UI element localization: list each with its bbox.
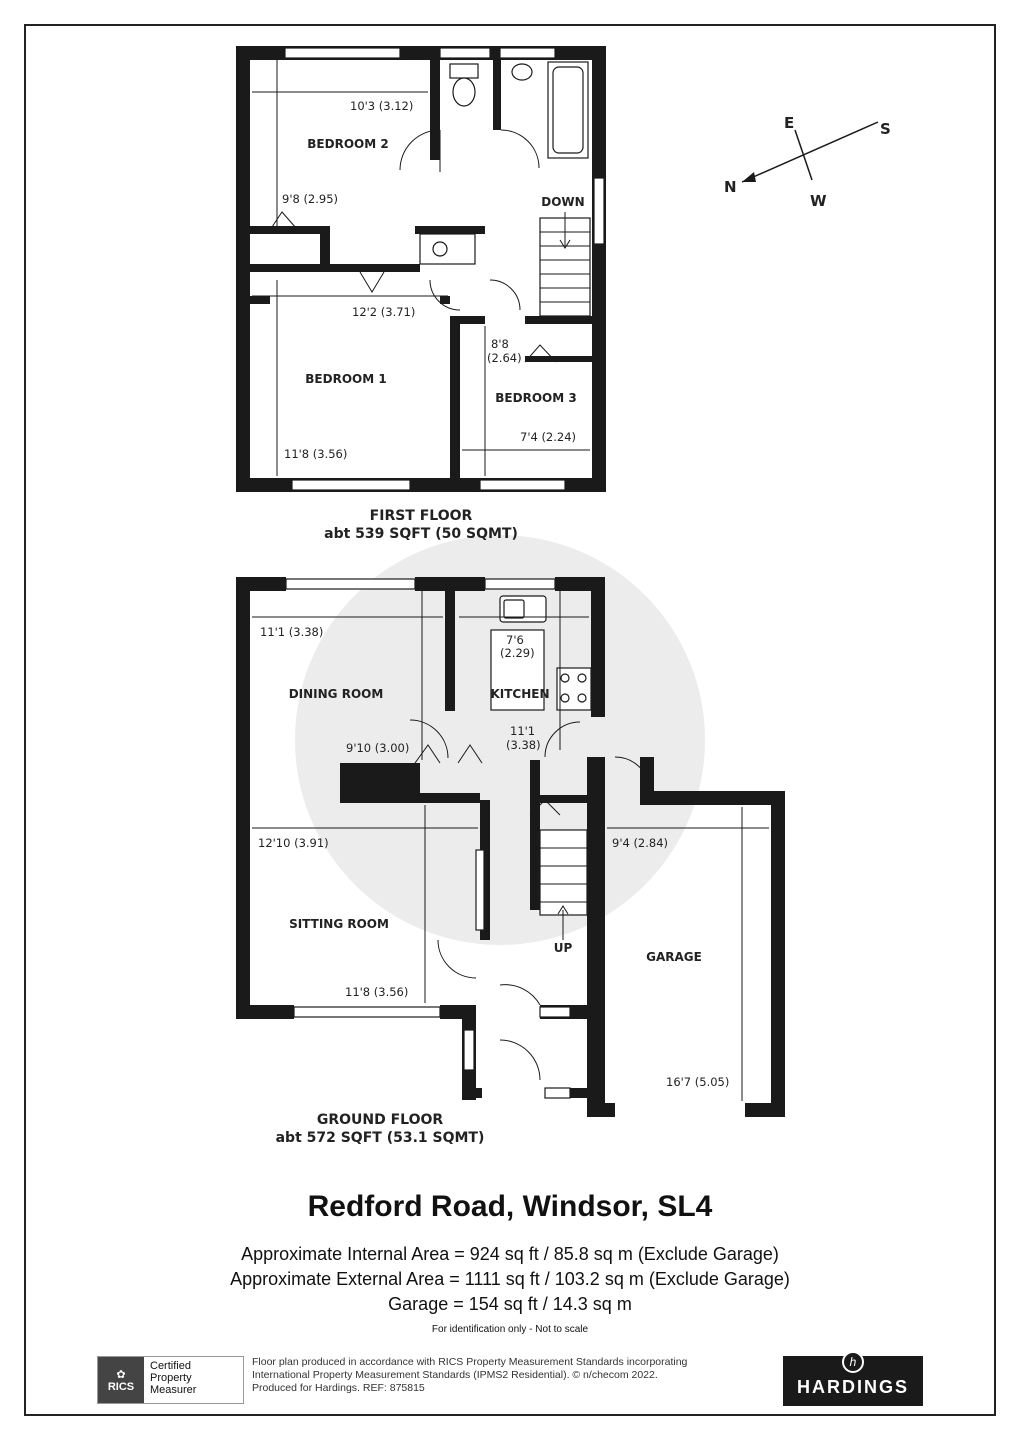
- bedroom-1-length: 11'8 (3.56): [284, 447, 347, 461]
- disclaimer-line-2: International Property Measurement Stand…: [252, 1369, 658, 1381]
- bedroom-3-width: 7'4 (2.24): [520, 430, 576, 444]
- dining-room-label: DINING ROOM: [289, 687, 384, 701]
- hardings-logo: h HARDINGS: [783, 1350, 923, 1406]
- garage-length: 16'7 (5.05): [666, 1075, 729, 1089]
- property-title: Redford Road, Windsor, SL4: [307, 1190, 713, 1223]
- dining-room-length: 9'10 (3.00): [346, 741, 409, 755]
- bedroom-1-width: 12'2 (3.71): [352, 305, 415, 319]
- ground-floor-linework: [252, 591, 769, 1101]
- disclaimer-line-3: Produced for Hardings. REF: 875815: [252, 1382, 425, 1394]
- first-floor-title: FIRST FLOOR: [370, 508, 473, 524]
- kitchen-label: KITCHEN: [490, 687, 549, 701]
- bedroom-3-length-metric: (2.64): [487, 351, 522, 365]
- bedroom-2-length: 9'8 (2.95): [282, 192, 338, 206]
- bedroom-3-length: 8'8: [491, 337, 509, 351]
- compass-w: W: [810, 192, 827, 210]
- ground-floor-title: GROUND FLOOR: [317, 1112, 444, 1128]
- sitting-room-length: 11'8 (3.56): [345, 985, 408, 999]
- kitchen-length-metric: (3.38): [506, 738, 541, 752]
- compass-e: E: [784, 114, 794, 132]
- sitting-room-label: SITTING ROOM: [289, 917, 389, 931]
- rics-badge: ✿ RICS Certified Property Measurer: [97, 1356, 244, 1404]
- page-frame: [24, 24, 996, 1416]
- rics-line-1: Certified: [150, 1360, 191, 1372]
- rics-text: Certified Property Measurer: [144, 1357, 243, 1403]
- stairs-up-label: UP: [554, 941, 573, 955]
- hardings-mark-icon: h: [842, 1350, 864, 1373]
- stairs-down-label: DOWN: [541, 195, 584, 209]
- compass-n: N: [724, 178, 737, 196]
- sitting-room-width: 12'10 (3.91): [258, 836, 329, 850]
- rics-line-3: Measurer: [150, 1384, 197, 1396]
- scale-note: For identification only - Not to scale: [431, 1324, 589, 1335]
- garage-label: GARAGE: [646, 950, 702, 964]
- garage-area: Garage = 154 sq ft / 14.3 sq m: [388, 1294, 632, 1314]
- rics-line-2: Property: [150, 1372, 192, 1384]
- internal-area: Approximate Internal Area = 924 sq ft / …: [241, 1244, 779, 1264]
- first-floor-area: abt 539 SQFT (50 SQMT): [324, 526, 518, 542]
- kitchen-width-metric: (2.29): [500, 646, 535, 660]
- kitchen-width: 7'6: [506, 633, 524, 647]
- disclaimer: Floor plan produced in accordance with R…: [252, 1356, 782, 1395]
- ground-floor-area: abt 572 SQFT (53.1 SQMT): [276, 1130, 485, 1146]
- bedroom-2-label: BEDROOM 2: [307, 137, 388, 151]
- rics-logo-text: RICS: [107, 1380, 135, 1393]
- bedroom-2-width: 10'3 (3.12): [350, 99, 413, 113]
- bedroom-3-label: BEDROOM 3: [495, 391, 576, 405]
- ground-floor-fixtures: [285, 578, 592, 1099]
- hardings-name: HARDINGS: [796, 1376, 909, 1397]
- first-floor-linework: [252, 60, 590, 476]
- compass-icon: N E S W: [724, 114, 891, 210]
- rics-logo-icon: ✿: [116, 1368, 126, 1381]
- disclaimer-line-1: Floor plan produced in accordance with R…: [252, 1356, 688, 1368]
- garage-width: 9'4 (2.84): [612, 836, 668, 850]
- rics-logo: ✿ RICS: [98, 1357, 144, 1403]
- watermark-logo: [295, 535, 705, 945]
- bedroom-1-label: BEDROOM 1: [305, 372, 386, 386]
- dining-room-width: 11'1 (3.38): [260, 625, 323, 639]
- external-area: Approximate External Area = 1111 sq ft /…: [230, 1269, 790, 1289]
- kitchen-length: 11'1: [510, 724, 535, 738]
- floor-plan: BEDROOM 2 BEDROOM 1 BEDROOM 3 DOWN 10'3 …: [236, 46, 891, 1146]
- compass-s: S: [880, 120, 891, 138]
